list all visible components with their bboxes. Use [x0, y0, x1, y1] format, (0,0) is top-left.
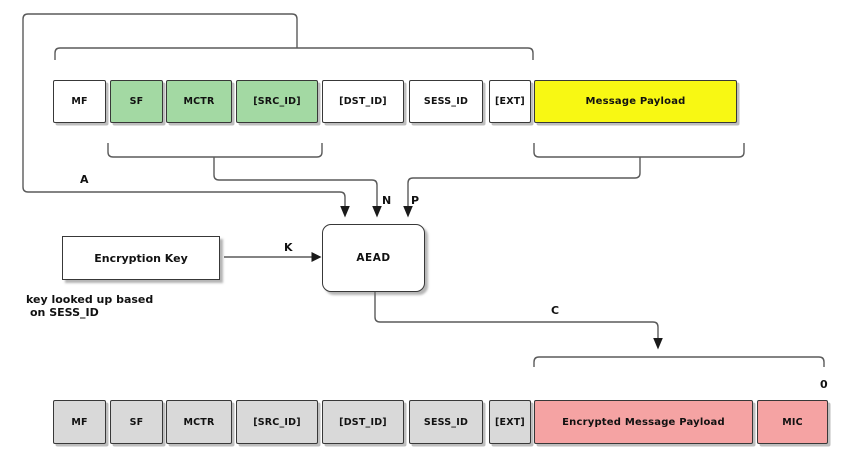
- top-field-ext: [EXT]: [489, 80, 531, 123]
- bottom-field-mic: MIC: [757, 400, 828, 444]
- mic-zero-label: 0: [820, 378, 828, 391]
- a-arrowhead-icon: [340, 206, 350, 218]
- top-field-sf: SF: [110, 80, 163, 123]
- edge-label-k: K: [284, 241, 293, 254]
- bottom-field-dst-id: [DST_ID]: [322, 400, 404, 444]
- bottom-field-mctr: MCTR: [166, 400, 232, 444]
- bottom-field-sf: SF: [110, 400, 163, 444]
- bottom-field-src-id: [SRC_ID]: [236, 400, 318, 444]
- top-field-sess-id: SESS_ID: [409, 80, 483, 123]
- key-lookup-note-line1: key looked up based: [26, 293, 154, 306]
- top-field-message-payload: Message Payload: [534, 80, 737, 123]
- n-arrowhead-icon: [372, 206, 382, 218]
- key-lookup-note: key looked up based on SESS_ID: [26, 293, 153, 319]
- top-field-dst-id: [DST_ID]: [322, 80, 404, 123]
- top-field-mctr: MCTR: [166, 80, 232, 123]
- top-field-src-id: [SRC_ID]: [236, 80, 318, 123]
- n-connector-line: [213, 157, 378, 206]
- bottom-field-encrypted-message-payload: Encrypted Message Payload: [534, 400, 753, 444]
- a-connector-line: [22, 13, 346, 206]
- header-brace: [54, 47, 534, 60]
- aead-node: AEAD: [322, 224, 425, 292]
- c-arrowhead-icon: [653, 338, 663, 350]
- payload-brace: [533, 143, 745, 158]
- key-lookup-note-line2: on SESS_ID: [30, 306, 99, 319]
- p-connector-line: [407, 157, 641, 206]
- bottom-field-mf: MF: [53, 400, 106, 444]
- nonce-fields-brace: [107, 143, 323, 158]
- edge-label-c: C: [551, 304, 560, 317]
- p-arrowhead-icon: [403, 206, 413, 218]
- bottom-field-ext: [EXT]: [489, 400, 531, 444]
- ciphertext-brace: [533, 356, 825, 367]
- k-arrowhead-icon: [311, 252, 322, 262]
- edge-label-n: N: [382, 194, 392, 207]
- encryption-key-node: Encryption Key: [62, 236, 220, 280]
- edge-label-p: P: [411, 194, 420, 207]
- bottom-field-sess-id: SESS_ID: [409, 400, 483, 444]
- edge-label-a: A: [80, 173, 89, 186]
- top-field-mf: MF: [53, 80, 106, 123]
- c-connector-line: [374, 291, 659, 338]
